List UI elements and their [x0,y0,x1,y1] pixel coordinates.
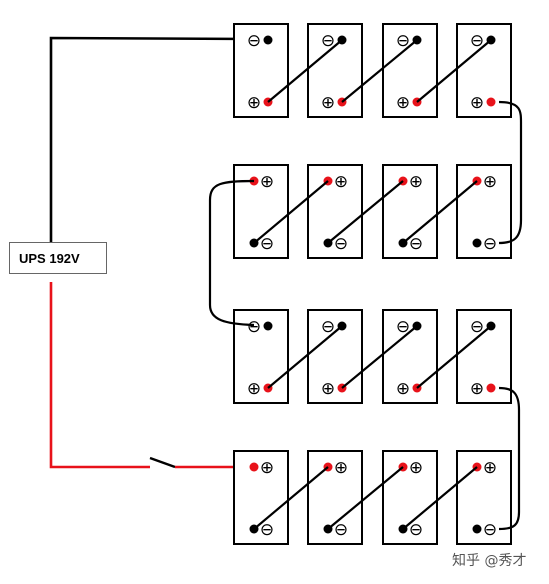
battery-r2c1: ⊕⊖ [233,164,289,259]
positive-terminal-dot [249,462,259,472]
negative-terminal-dot [472,238,482,248]
series-link-r3-3-4 [416,325,492,389]
negative-terminal-symbol: ⊖ [321,317,335,337]
ups-label-box: UPS 192V [9,242,107,274]
positive-terminal-symbol: ⊕ [260,172,274,192]
negative-terminal-symbol: ⊖ [483,520,497,540]
ups-positive-lead [49,282,150,469]
negative-terminal-symbol: ⊖ [334,520,348,540]
negative-terminal-symbol: ⊖ [247,31,261,51]
battery-r3c1: ⊖⊕ [233,309,289,404]
battery-body [307,309,363,404]
negative-terminal-symbol: ⊖ [483,234,497,254]
positive-terminal-symbol: ⊕ [334,172,348,192]
positive-terminal-symbol: ⊕ [396,93,410,113]
negative-terminal-symbol: ⊖ [470,317,484,337]
switch-blade [149,456,176,469]
positive-terminal-symbol: ⊕ [321,93,335,113]
ups-negative-lead [49,36,255,242]
battery-r2c2: ⊕⊖ [307,164,363,259]
ups-label: UPS 192V [19,250,80,266]
negative-terminal-dot [472,524,482,534]
series-link-r1-2-3 [341,39,418,103]
battery-r1c3: ⊖⊕ [382,23,438,118]
battery-body [382,450,438,545]
series-link-r2-1-2 [253,180,329,244]
battery-r3c3: ⊖⊕ [382,309,438,404]
battery-r3c2: ⊖⊕ [307,309,363,404]
positive-terminal-symbol: ⊕ [483,458,497,478]
positive-terminal-symbol: ⊕ [247,93,261,113]
battery-r1c2: ⊖⊕ [307,23,363,118]
positive-terminal-symbol: ⊕ [483,172,497,192]
negative-terminal-symbol: ⊖ [396,31,410,51]
positive-terminal-dot [486,97,496,107]
positive-terminal-symbol: ⊕ [247,379,261,399]
series-link-r1-3-4 [416,39,492,103]
battery-r4c3: ⊕⊖ [382,450,438,545]
negative-terminal-symbol: ⊖ [470,31,484,51]
battery-body [382,164,438,259]
series-link-r4-2-3 [327,466,404,530]
positive-terminal-symbol: ⊕ [470,93,484,113]
jumper-row2-row3 [208,179,255,327]
positive-terminal-symbol: ⊕ [409,172,423,192]
battery-r1c1: ⊖⊕ [233,23,289,118]
watermark: 知乎 @秀才 [452,553,527,569]
negative-terminal-symbol: ⊖ [334,234,348,254]
positive-terminal-symbol: ⊕ [321,379,335,399]
battery-r4c4: ⊕⊖ [456,450,512,545]
battery-r4c1: ⊕⊖ [233,450,289,545]
battery-body [307,450,363,545]
battery-body [233,450,289,545]
battery-body [307,23,363,118]
negative-terminal-symbol: ⊖ [260,520,274,540]
series-link-r2-3-4 [402,180,478,244]
series-link-r3-1-2 [267,325,343,389]
series-links-layer [208,39,523,531]
jumper-row3-row4 [498,386,521,531]
negative-terminal-symbol: ⊖ [409,520,423,540]
jumper-row1-row2 [498,100,523,245]
series-link-r4-1-2 [253,466,329,530]
positive-terminal-symbol: ⊕ [260,458,274,478]
negative-terminal-dot [263,35,273,45]
negative-terminal-symbol: ⊖ [396,317,410,337]
battery-body [382,309,438,404]
battery-body [456,164,512,259]
series-link-r4-3-4 [402,466,478,530]
battery-body [307,164,363,259]
battery-body [233,23,289,118]
positive-terminal-symbol: ⊕ [396,379,410,399]
negative-terminal-symbol: ⊖ [409,234,423,254]
battery-body [233,309,289,404]
negative-terminal-symbol: ⊖ [247,317,261,337]
negative-terminal-dot [263,321,273,331]
positive-terminal-symbol: ⊕ [409,458,423,478]
battery-r2c4: ⊕⊖ [456,164,512,259]
battery-bank: ⊖⊕⊖⊕⊖⊕⊖⊕⊕⊖⊕⊖⊕⊖⊕⊖⊖⊕⊖⊕⊖⊕⊖⊕⊕⊖⊕⊖⊕⊖⊕⊖ [233,23,512,545]
series-link-r1-1-2 [267,39,343,103]
series-link-r3-2-3 [341,325,418,389]
battery-r2c3: ⊕⊖ [382,164,438,259]
positive-terminal-symbol: ⊕ [470,379,484,399]
battery-body [382,23,438,118]
battery-r4c2: ⊕⊖ [307,450,363,545]
positive-terminal-dot [486,383,496,393]
negative-terminal-symbol: ⊖ [321,31,335,51]
negative-terminal-symbol: ⊖ [260,234,274,254]
series-link-r2-2-3 [327,180,404,244]
positive-terminal-symbol: ⊕ [334,458,348,478]
